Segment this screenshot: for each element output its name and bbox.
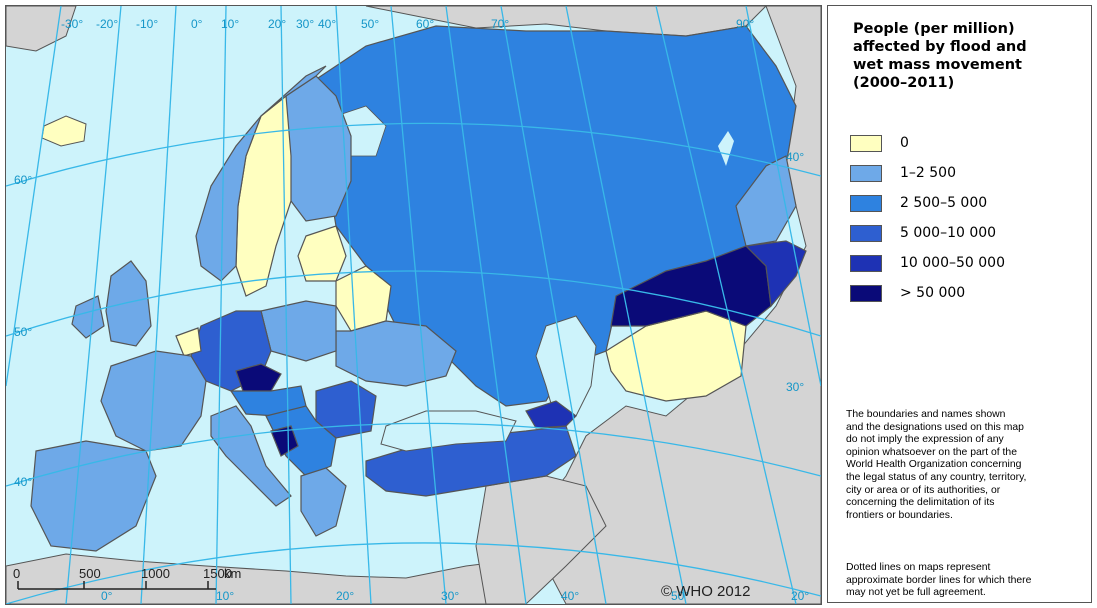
map-panel: -30° -20° -10° 0° 10° 20° 30° 40° 50° 60° 70° 90° 0… (5, 5, 822, 605)
scale-tick-label: 0 (13, 566, 20, 581)
graticule-label: 30° (296, 17, 314, 31)
graticule-label: 50° (671, 589, 689, 603)
graticule-label: -10° (136, 17, 158, 31)
legend-item: 10 000–50 000 (850, 253, 1005, 273)
region-caucasus (525, 400, 577, 429)
region-balkans (265, 405, 337, 477)
graticule-label: 60° (416, 17, 434, 31)
legend-title: People (per million) affected by flood a… (853, 20, 1083, 92)
graticule-label: 50° (361, 17, 379, 31)
region-iberia (30, 440, 157, 552)
disclaimer-line: World Health Organization concerning (846, 459, 1022, 471)
legend-item: 0 (850, 133, 909, 153)
lake (718, 131, 734, 166)
graticule-label: -20° (96, 17, 118, 31)
note-line: may not yet be full agreement. (846, 587, 986, 599)
legend-label: 0 (900, 135, 909, 151)
black-sea (380, 410, 517, 452)
legend-swatch (850, 254, 882, 272)
region-poland (260, 300, 337, 362)
scale-tick-label: 1000 (141, 566, 170, 581)
legend-label: > 50 000 (900, 285, 966, 301)
graticule-label: 10° (221, 17, 239, 31)
legend-item: 1–2 500 (850, 163, 956, 183)
middle-east (475, 475, 607, 604)
region-norway (195, 65, 327, 282)
legend-title-line: People (per million) (853, 21, 1015, 37)
legend-swatch (850, 224, 882, 242)
dotted-lines-note: Dotted lines on maps represent approxima… (846, 562, 1091, 600)
europe-map: -30° -20° -10° 0° 10° 20° 30° 40° 50° 60° 70° 90° 0… (6, 6, 821, 604)
legend-title-line: wet mass movement (853, 57, 1022, 73)
disclaimer-line: the legal status of any country, territo… (846, 471, 1027, 483)
graticule-label: 0° (101, 589, 113, 603)
legend-label: 2 500–5 000 (900, 195, 988, 211)
graticule-label: 10° (216, 589, 234, 603)
region-benelux (175, 327, 202, 357)
legend-item: 2 500–5 000 (850, 193, 987, 213)
graticule-label: 20° (336, 589, 354, 603)
disclaimer-line: do not imply the expression of any (846, 434, 1004, 446)
legend-item: 5 000–10 000 (850, 223, 996, 243)
graticule-label: 20° (268, 17, 286, 31)
legend-swatch (850, 134, 882, 152)
region-ukraine (335, 320, 457, 387)
graticule (6, 6, 821, 604)
north-africa (6, 553, 527, 604)
region-bosnia (270, 425, 299, 457)
note-line: approximate border lines for which there (846, 574, 1032, 586)
graticule-label: 30° (441, 589, 459, 603)
region-greece (300, 467, 347, 537)
note-line: Dotted lines on maps represent (846, 562, 991, 573)
region-east-10k (744, 240, 807, 308)
scale-tick-label: 500 (79, 566, 101, 581)
graticule-label: -30° (61, 17, 83, 31)
legend-panel: People (per million) affected by flood a… (827, 5, 1092, 603)
disclaimer-line: and the designations used on this map (846, 421, 1024, 433)
disclaimer-line: opinion whatsoever on the part of the (846, 446, 1017, 458)
region-uk (105, 260, 152, 347)
legend-swatch (850, 284, 882, 302)
copyright-credit: © WHO 2012 (661, 583, 750, 600)
region-iceland (41, 115, 87, 147)
greenland-region (6, 6, 77, 52)
legend-swatch (850, 194, 882, 212)
graticule-label: 0° (191, 17, 203, 31)
legend-swatch (850, 164, 882, 182)
disclaimer-line: concerning the delimitation of its (846, 497, 995, 509)
disclaimer-line: city or area or of its authorities, or (846, 484, 1001, 496)
graticule-label: 30° (786, 380, 804, 394)
graticule-label: 20° (791, 589, 809, 603)
legend-label: 5 000–10 000 (900, 225, 997, 241)
graticule-label: 40° (786, 150, 804, 164)
disclaimer-line: The boundaries and names shown (846, 409, 1006, 420)
region-ireland (71, 295, 105, 339)
graticule-label: 60° (14, 173, 32, 187)
graticule-label: 50° (14, 325, 32, 339)
graticule-label: 40° (561, 589, 579, 603)
scale-tick-label: 1500 (203, 566, 232, 581)
disclaimer-text: The boundaries and names shown and the d… (846, 409, 1091, 522)
graticule-label: 90° (736, 17, 754, 31)
legend-item: > 50 000 (850, 283, 965, 303)
graticule-label: 40° (318, 17, 336, 31)
legend-label: 1–2 500 (900, 165, 956, 181)
scale-unit: km (224, 566, 241, 581)
graticule-label: 40° (14, 475, 32, 489)
region-east-light (735, 155, 797, 247)
region-czechia (235, 363, 282, 395)
legend-title-line: affected by flood and (853, 39, 1027, 55)
disclaimer-line: frontiers or boundaries. (846, 509, 953, 521)
legend-label: 10 000–50 000 (900, 255, 1005, 271)
graticule-label: 70° (491, 17, 509, 31)
legend-title-line: (2000–2011) (853, 75, 955, 91)
